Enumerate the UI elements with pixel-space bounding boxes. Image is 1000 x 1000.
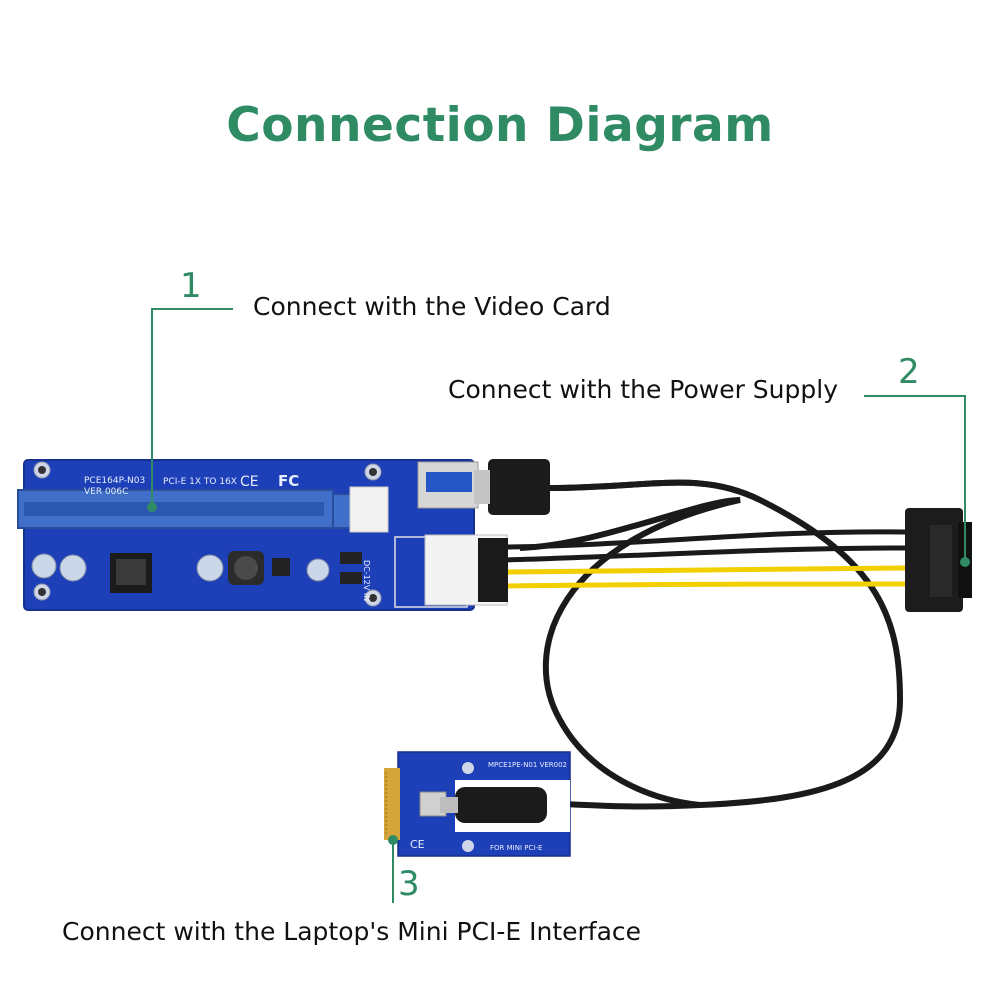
board-desc-text: PCI-E 1X TO 16X [163,477,237,487]
mini-usb-plug [455,787,547,823]
usb-a-plug [488,459,550,515]
callout-dot-3 [388,835,398,845]
mini-board-model-text: MPCE1PE-N01 VER002 [488,761,567,769]
mini-ce-mark: CE [410,838,425,851]
black-wire-2 [504,545,906,563]
callout-number-1: 1 [180,266,202,306]
callout-label-video-card: Connect with the Video Card [253,292,611,321]
callout-line-1 [151,308,233,505]
fc-mark: FC [278,472,299,490]
callout-number-3: 3 [398,864,420,904]
yellow-wire-2 [504,581,906,589]
board-model-text: PCE164P-N03 [84,476,145,486]
page-title: Connection Diagram [226,98,774,153]
riser-board: PCE164P-N03 VER 006C PCI-E 1X TO 16X CE … [17,459,508,611]
black-wire-1 [504,529,906,550]
callout-dot-1 [147,502,157,512]
board-version-text: VER 006C [84,487,128,497]
dc-in-text: DC-12V IN [362,560,371,601]
callout-line-2 [864,395,966,560]
ce-mark: CE [240,474,259,490]
callout-label-power-supply: Connect with the Power Supply [448,375,839,404]
callout-label-mini-pcie: Connect with the Laptop's Mini PCI-E Int… [62,917,642,946]
yellow-wire-1 [504,565,906,575]
callout-number-2: 2 [898,352,920,392]
mini-board-desc-text: FOR MINI PCI-E [490,844,542,852]
callout-dot-2 [960,557,970,567]
